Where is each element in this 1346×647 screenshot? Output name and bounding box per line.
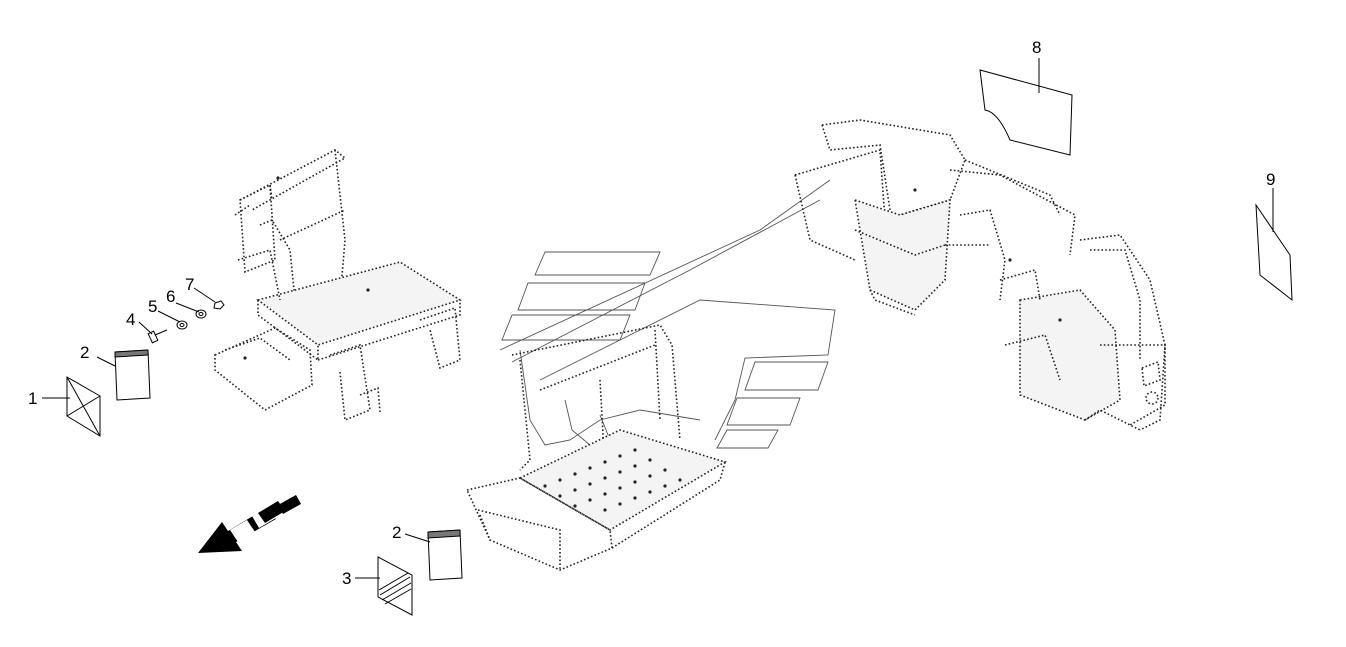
callout-labels: 1 2 3 4 5 6 7 8 9 2 bbox=[28, 38, 1275, 588]
decal-plate-2-left bbox=[114, 349, 151, 401]
decal-plate-2-lower bbox=[427, 529, 463, 581]
nut-icon bbox=[213, 300, 225, 310]
decal-plate-1 bbox=[66, 376, 101, 437]
callout-9: 9 bbox=[1266, 170, 1275, 189]
callout-2-left: 2 bbox=[80, 343, 89, 362]
callout-6: 6 bbox=[166, 287, 175, 306]
left-frame-assembly bbox=[214, 149, 462, 422]
callout-4: 4 bbox=[126, 310, 135, 329]
callout-1: 1 bbox=[28, 389, 37, 408]
direction-arrow-icon bbox=[198, 495, 301, 553]
washer-icon bbox=[176, 320, 188, 330]
callout-7: 7 bbox=[185, 275, 194, 294]
bolt-icon bbox=[147, 329, 168, 344]
callout-5: 5 bbox=[148, 297, 157, 316]
leader-lines bbox=[42, 58, 1274, 579]
callout-3: 3 bbox=[342, 569, 351, 588]
floor-holes bbox=[543, 448, 682, 512]
ghost-panels bbox=[499, 179, 836, 449]
callout-8: 8 bbox=[1032, 38, 1041, 57]
middle-chassis bbox=[465, 324, 727, 571]
right-body-assembly bbox=[794, 119, 1166, 431]
decal-plate-8 bbox=[979, 69, 1073, 156]
decal-plate-3 bbox=[377, 556, 413, 616]
decal-plate-9 bbox=[1255, 203, 1293, 302]
callout-2-lower: 2 bbox=[392, 523, 401, 542]
